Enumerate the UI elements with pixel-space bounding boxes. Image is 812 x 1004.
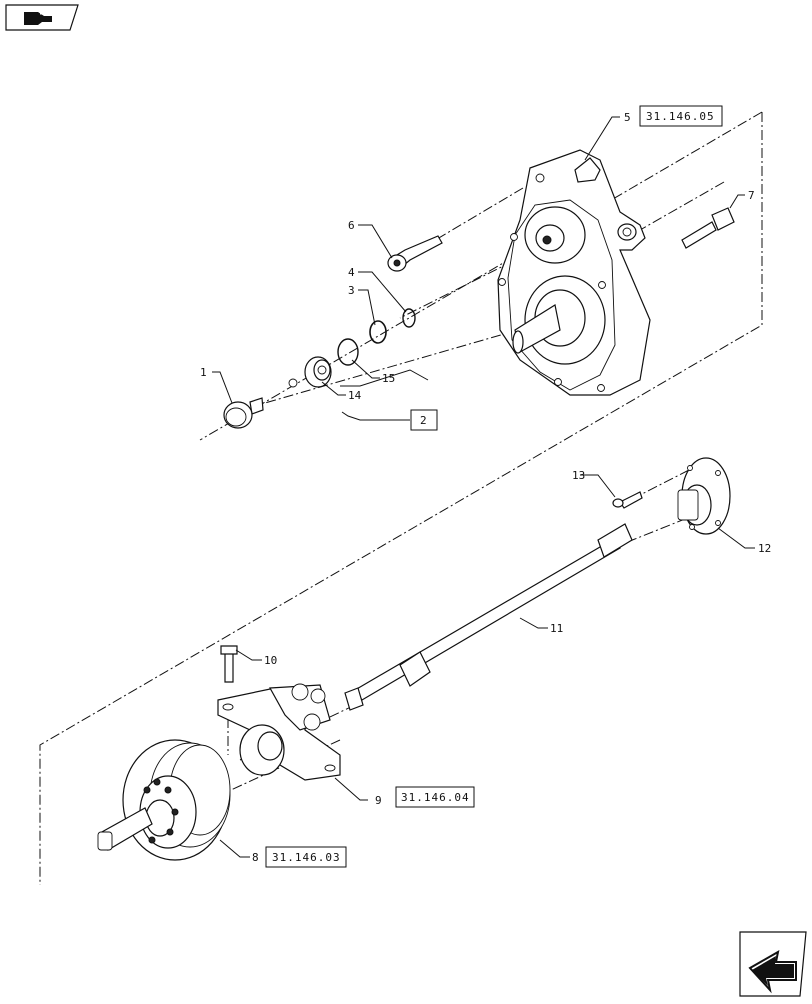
flange-hub-12	[677, 457, 731, 535]
ref-link-31-146-05[interactable]: 31.146.05	[639, 105, 723, 127]
leader-lines	[212, 116, 755, 858]
callout-14: 14	[348, 389, 362, 402]
svg-text:31.146.05: 31.146.05	[646, 110, 715, 123]
bolt-part-10	[220, 645, 238, 683]
ref-link-31-146-03[interactable]: 31.146.03	[265, 846, 347, 868]
callout-3: 3	[348, 284, 355, 297]
callout-labels: 5 6 4 3 15 14 1 7 13 12 11 10 9 8	[200, 111, 771, 864]
clutch-assembly-8	[97, 739, 231, 861]
top-nav-button[interactable]	[5, 4, 79, 31]
bearing-cap-14	[304, 356, 332, 388]
callout-4: 4	[348, 266, 355, 279]
snap-ring-4	[402, 308, 416, 328]
callout-10: 10	[264, 654, 277, 667]
end-cap-1	[223, 397, 264, 429]
bearing-block-9	[217, 683, 341, 781]
arrow-return-icon	[748, 950, 797, 994]
ball	[288, 378, 298, 388]
ref-box-2: 2	[410, 409, 438, 431]
svg-text:31.146.04: 31.146.04	[401, 791, 470, 804]
snap-ring-3	[369, 320, 387, 344]
bottom-nav-button[interactable]	[739, 931, 807, 997]
callout-6: 6	[348, 219, 355, 232]
hand-pointer-icon	[24, 12, 52, 25]
callout-11: 11	[550, 622, 563, 635]
callout-1: 1	[200, 366, 207, 379]
callout-12: 12	[758, 542, 771, 555]
callout-15: 15	[382, 372, 395, 385]
ref-link-31-146-04[interactable]: 31.146.04	[395, 786, 475, 808]
bolt-part-6	[387, 235, 443, 272]
bolt-part-13	[612, 491, 643, 509]
callout-13: 13	[572, 469, 585, 482]
o-ring-15	[337, 338, 359, 366]
svg-text:2: 2	[420, 414, 428, 427]
gearbox-housing	[497, 149, 651, 396]
svg-text:31.146.03: 31.146.03	[272, 851, 341, 864]
callout-7: 7	[748, 189, 755, 202]
callout-8: 8	[252, 851, 259, 864]
callout-5: 5	[624, 111, 631, 124]
bolt-part-7	[681, 207, 735, 249]
callout-9: 9	[375, 794, 382, 807]
splined-shaft-11	[344, 523, 633, 711]
